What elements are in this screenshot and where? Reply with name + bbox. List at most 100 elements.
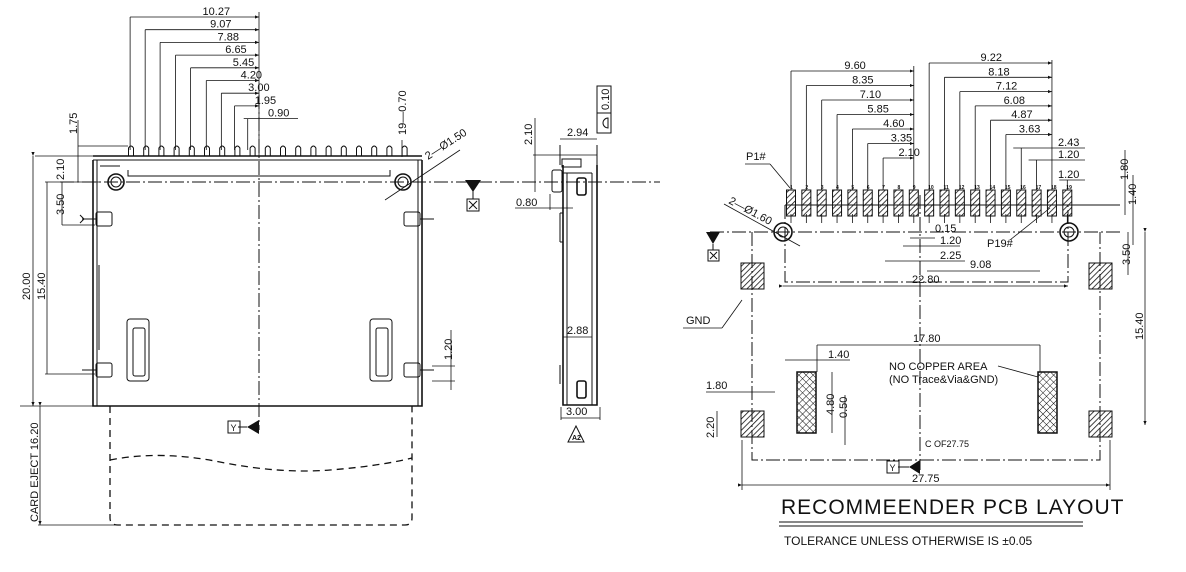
pin-number: 8 [897, 185, 900, 191]
pin-number: 1 [790, 185, 793, 191]
pcb-datum-y-marker: Y [886, 460, 920, 474]
connector-pin [204, 145, 210, 156]
top-width-dim: 2.94 [567, 127, 588, 139]
side-view: 0.10 2.94 2.10 0.80 2.88 3.00 A2 [515, 85, 612, 443]
pcb-hole-right [1059, 222, 1079, 242]
pin-number: 17 [1036, 185, 1042, 191]
pin-offset-label: 6.65 [225, 44, 246, 56]
connector-body [92, 160, 423, 407]
signal-pad [801, 189, 812, 217]
tab-width-dim: 1.20 [443, 339, 455, 360]
pin-count-dim: 19—0.70 [397, 90, 409, 135]
flatness-tolerance-box [596, 85, 612, 134]
base-width-dim: 3.00 [566, 406, 587, 418]
dim-1-20: 1.20 [940, 235, 961, 247]
connector-pin [325, 145, 332, 156]
signal-pad [878, 189, 889, 217]
pcb-pin-offset-label: 2.10 [898, 147, 919, 159]
front-pins [128, 145, 408, 156]
dim-1-80-top: 1.80 [1119, 159, 1131, 180]
connector-pin [310, 145, 317, 156]
signal-pad [970, 189, 981, 217]
overall-depth-dim: 20.00 [21, 272, 33, 300]
signal-pad [1046, 189, 1057, 217]
pcb-hole-dim: 2—Ø1.60 [727, 195, 774, 228]
pin-offset-label: 7.88 [218, 31, 239, 43]
pin-number: 4 [836, 185, 839, 191]
front-view: 10.279.077.886.655.454.203.001.950.90 19… [20, 6, 660, 526]
signal-pad [924, 189, 935, 217]
pcb-pin-offset-label: 9.60 [844, 60, 865, 72]
pcb-pin-offset-label: 1.20 [1058, 169, 1079, 181]
signal-pad [1062, 189, 1073, 217]
top-to-hole-dim: 2.10 [55, 159, 67, 180]
pin-number: 19 [1066, 185, 1072, 191]
signal-pad [939, 189, 950, 217]
dim-15-40: 15.40 [1134, 312, 1146, 340]
signal-pad [908, 189, 919, 217]
pcb-pin-offset-label: 8.35 [852, 75, 873, 87]
signal-pad [954, 189, 965, 217]
revision-triangle: A2 [567, 424, 585, 443]
pin-number: 6 [867, 185, 870, 191]
pcb-pin-offset-label: 9.22 [981, 52, 1002, 64]
dim-1-40-top: 1.40 [1127, 184, 1139, 205]
connector-pin [371, 145, 378, 156]
connector-pin [188, 145, 195, 156]
no-copper-sublabel: (NO Trace&Via&GND) [889, 374, 998, 386]
signal-pad [832, 189, 843, 217]
dim-3-50: 3.50 [1121, 244, 1133, 265]
dim-2-25: 2.25 [940, 250, 961, 262]
dim-9-08: 9.08 [970, 259, 991, 271]
connector-pin [401, 145, 408, 156]
signal-pad [786, 189, 796, 217]
signal-pad [985, 189, 996, 217]
dim-2-20: 2.20 [705, 417, 717, 438]
side-left-offset-dim: 0.80 [516, 197, 537, 209]
connector-pin [128, 145, 134, 156]
flatness-value: 0.10 [600, 89, 612, 110]
connector-pin [280, 145, 286, 156]
connector-pin [234, 145, 241, 156]
side-top-offset-dim: 2.10 [523, 124, 535, 145]
pin-number: 16 [1020, 185, 1026, 191]
connector-pin [219, 145, 226, 156]
spring-slot-right [369, 318, 393, 382]
spring-slot-left [126, 318, 150, 382]
svg-text:Y: Y [890, 463, 896, 473]
pin-offset-label: 4.20 [241, 70, 262, 82]
card-eject-dim: CARD EJECT 16.20 [29, 423, 41, 522]
dim-1-80: 1.80 [706, 380, 727, 392]
pcb-pin-offset-label: 1.20 [1058, 149, 1079, 161]
dim-1-40: 1.40 [828, 349, 849, 361]
pin-offset-label: 9.07 [210, 19, 231, 31]
pin-number: 18 [1051, 185, 1057, 191]
connector-pin [173, 145, 180, 156]
pin-number: 2 [805, 185, 808, 191]
tab-spacing-dim: 15.40 [36, 272, 48, 300]
connector-pin [249, 145, 256, 156]
tolerance-note: TOLERANCE UNLESS OTHERWISE IS ±0.05 [784, 534, 1033, 548]
dim-17-80: 17.80 [913, 333, 941, 345]
pcb-pin-offset-label: 4.60 [883, 118, 904, 130]
pin-offset-dimensions: 10.279.077.886.655.454.203.001.950.90 [129, 6, 298, 156]
ejected-card-outline [109, 406, 413, 526]
pcb-datum-x-marker [706, 232, 720, 262]
pcb-pin-offset-label: 5.85 [867, 104, 888, 116]
pcb-pin-offset-label: 3.63 [1019, 124, 1040, 136]
signal-pad [816, 189, 827, 217]
body-width-dim: 2.88 [567, 325, 588, 337]
pin-number: 14 [990, 185, 996, 191]
pin-offset-label: 1.95 [255, 95, 276, 107]
connector-pin [295, 145, 302, 156]
connector-pin [264, 145, 271, 156]
no-copper-area [1037, 371, 1058, 434]
pin-number: 12 [959, 185, 965, 191]
dim-22-80: 22.80 [912, 274, 940, 286]
datum-y-marker: Y [227, 420, 259, 434]
signal-pad [893, 189, 904, 217]
gnd-pad [1088, 410, 1113, 438]
svg-text:Y: Y [231, 423, 237, 433]
connector-pin [340, 145, 347, 156]
